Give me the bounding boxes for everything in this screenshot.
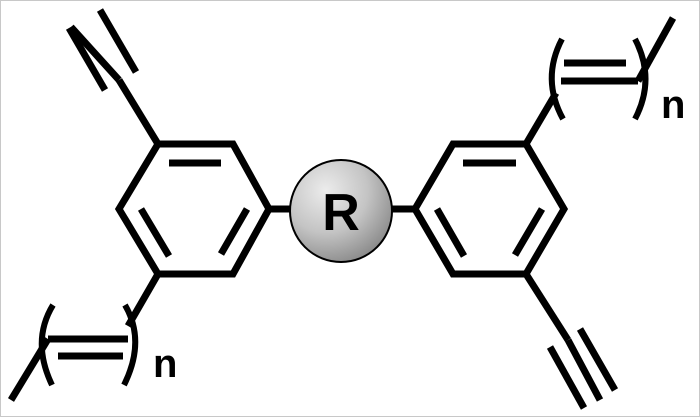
right-benzene-ring <box>410 140 569 278</box>
right-ethynyl-group <box>523 272 619 410</box>
left-ethynyl-group <box>65 8 161 146</box>
core-r-group: R <box>289 159 393 263</box>
core-label: R <box>322 184 360 242</box>
left-vinylene-repeat: n <box>8 272 177 402</box>
left-repeat-subscript: n <box>153 342 177 386</box>
right-vinylene-repeat: n <box>522 16 685 146</box>
right-repeat-subscript: n <box>661 83 685 127</box>
left-benzene-ring <box>114 140 274 278</box>
